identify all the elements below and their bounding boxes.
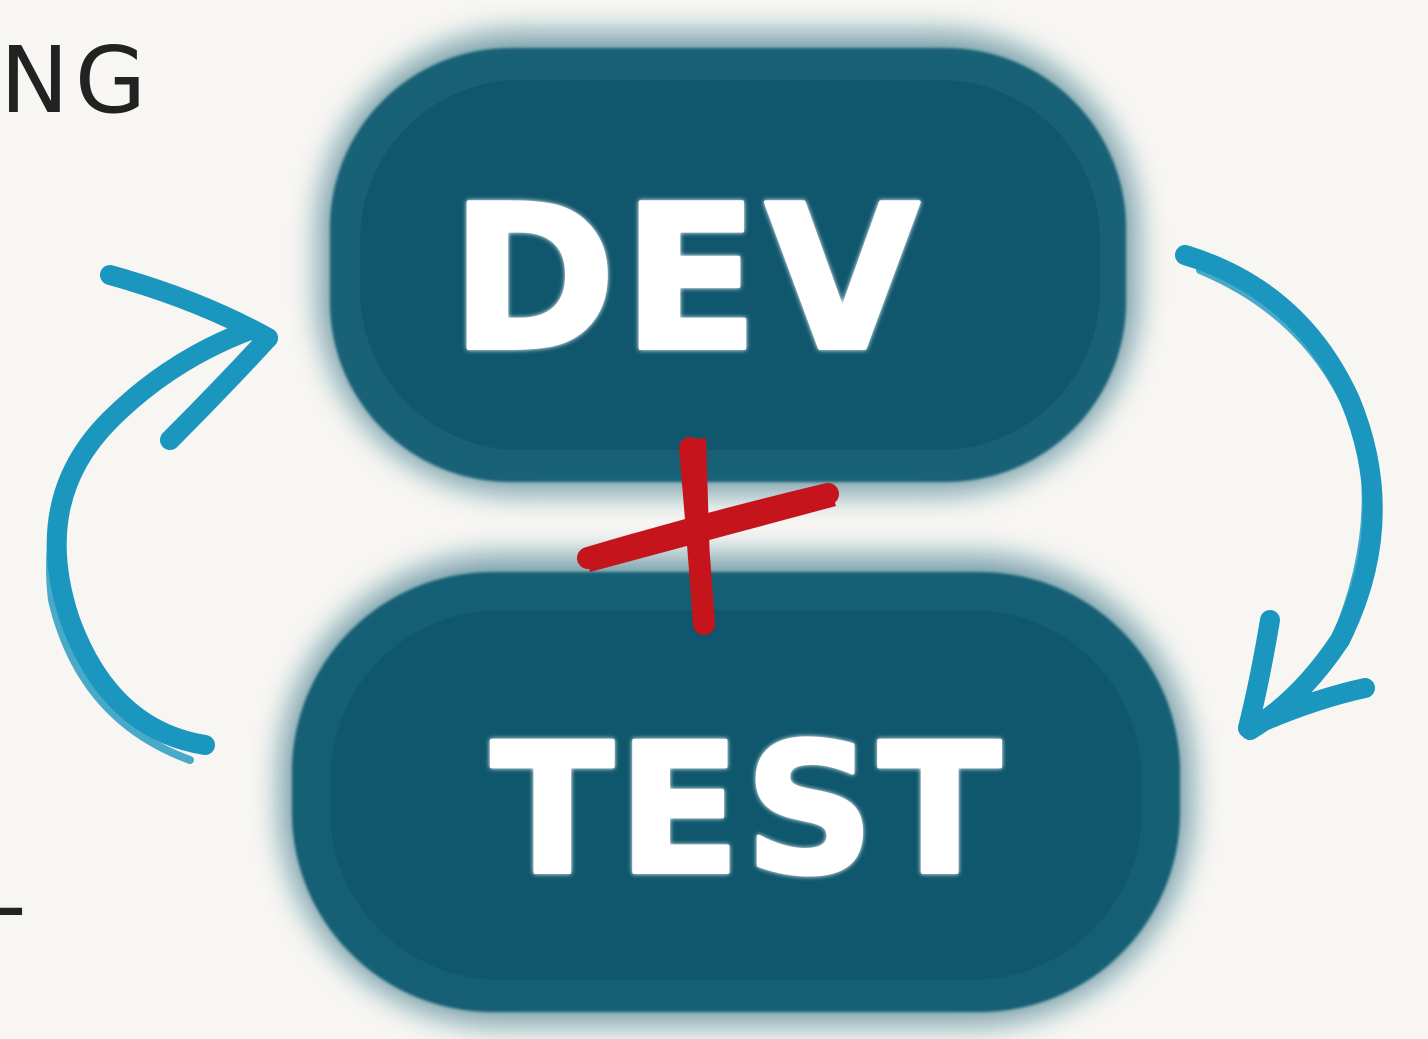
curved-arrow-up-icon (46, 265, 278, 764)
dev-block (318, 32, 1138, 494)
curved-arrow-down-icon (1175, 245, 1383, 740)
fragment-bottom-left: - (0, 853, 26, 958)
fragment-top-left: NG (0, 27, 152, 134)
dev-label: DEV (450, 163, 925, 396)
test-block (280, 555, 1192, 1025)
plus-icon (577, 437, 839, 635)
test-label: TEST (491, 706, 1005, 915)
